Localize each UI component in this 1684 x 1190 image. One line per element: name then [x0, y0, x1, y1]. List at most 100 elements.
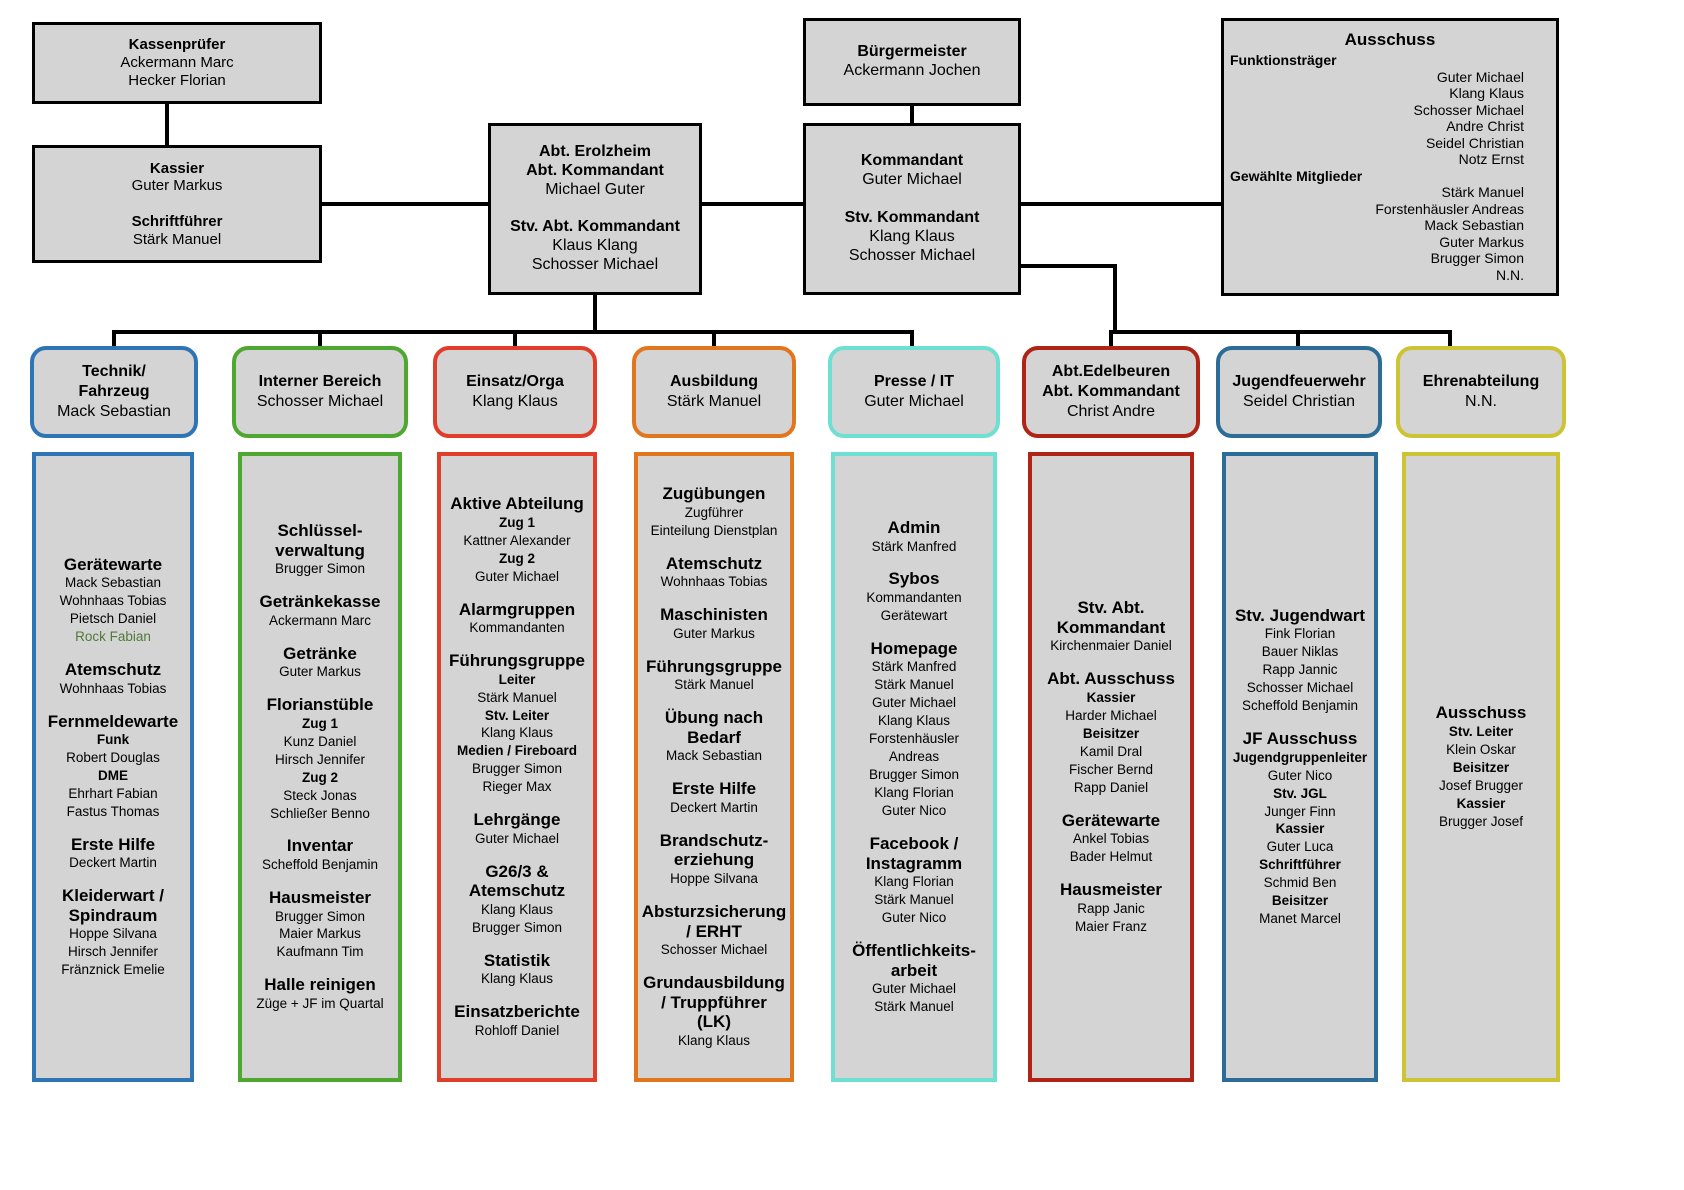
ausschuss-ft-1: Guter Michael: [1436, 68, 1524, 85]
connector-branch-1: [112, 330, 116, 348]
group-name-presse-it-5-1: Guter Michael: [871, 981, 957, 997]
stv-kommandant-title: Stv. Kommandant: [844, 209, 980, 226]
dept-header-title-ehrenabteilung-1: Ehrenabteilung: [1422, 373, 1540, 390]
group-title-ehrenabteilung-1-1: Ausschuss: [1435, 703, 1527, 723]
ausschuss-section-mitglieder: Gewählte Mitglieder: [1230, 167, 1363, 184]
group-title-technik-fahrzeug-3-1: Fernmeldewarte: [47, 711, 179, 731]
dept-header-name-abt-edelbeuren: Christ Andre: [1066, 403, 1156, 420]
ausschuss-ft-5: Seidel Christian: [1425, 134, 1524, 151]
erolzheim-name-1: Michael Guter: [545, 180, 645, 198]
ausschuss-ft-3: Schosser Michael: [1413, 101, 1525, 118]
group-subtitle-einsatz-orga-3-3: Stv. Leiter: [484, 707, 550, 723]
group-name-technik-fahrzeug-5-1: Hoppe Silvana: [69, 926, 157, 942]
dept-header-title-technik-fahrzeug-2: Fahrzeug: [78, 383, 150, 400]
box-kassenpruefer[interactable]: Kassenprüfer Ackermann Marc Hecker Flori…: [32, 22, 322, 104]
group-name-jugendfeuerwehr-2-6: Guter Luca: [1266, 839, 1334, 855]
group-name-presse-it-3-1: Stärk Manfred: [871, 659, 957, 675]
ausschuss-ft-6: Notz Ernst: [1458, 151, 1524, 168]
box-buergermeister[interactable]: Bürgermeister Ackermann Jochen: [803, 18, 1021, 106]
connector-kommandant-ausschuss: [1019, 202, 1223, 206]
box-abt-erolzheim[interactable]: Abt. Erolzheim Abt. Kommandant Michael G…: [488, 123, 702, 295]
group-name-jugendfeuerwehr-1-2: Bauer Niklas: [1261, 644, 1339, 660]
group-name-jugendfeuerwehr-2-2: Guter Nico: [1267, 767, 1333, 783]
group-name-einsatz-orga-1-2: Kattner Alexander: [463, 532, 571, 548]
group-title-abt-edelbeuren-2-1: Abt. Ausschuss: [1047, 669, 1175, 689]
group-name-interner-bereich-6-1: Brugger Simon: [274, 908, 366, 924]
group-name-abt-edelbeuren-3-2: Bader Helmut: [1069, 849, 1153, 865]
group-name-jugendfeuerwehr-2-4: Junger Finn: [1264, 803, 1336, 819]
group-name-ausbildung-5-1: Mack Sebastian: [665, 748, 763, 764]
group-title-einsatz-orga-1-1: Aktive Abteilung: [450, 494, 584, 514]
group-subtitle-interner-bereich-4-4: Zug 2: [301, 769, 338, 785]
group-name-technik-fahrzeug-1-3: Pietsch Daniel: [69, 611, 157, 627]
group-name-technik-fahrzeug-3-4: Ehrhart Fabian: [68, 785, 158, 801]
group-subtitle-einsatz-orga-1-1: Zug 1: [499, 514, 535, 530]
group-title-einsatz-orga-6-1: Statistik: [483, 950, 551, 970]
group-subtitle-jugendfeuerwehr-2-9: Beisitzer: [1271, 893, 1329, 909]
dept-header-title-technik-fahrzeug-1: Technik/: [82, 363, 146, 380]
group-title-technik-fahrzeug-5-2: Spindraum: [68, 905, 158, 925]
group-name-abt-edelbeuren-2-6: Rapp Daniel: [1073, 779, 1149, 795]
group-title-ausbildung-8-2: / ERHT: [686, 921, 742, 941]
connector-branch-4: [712, 330, 716, 348]
group-title-interner-bereich-1-2: verwaltung: [275, 540, 365, 560]
group-title-ausbildung-4-1: Führungsgruppe: [646, 656, 782, 676]
group-name-ausbildung-4-1: Stärk Manuel: [674, 677, 754, 693]
dept-header-name-technik-fahrzeug: Mack Sebastian: [57, 403, 171, 420]
connector-branch-8: [1448, 330, 1452, 348]
ausschuss-title: Ausschuss: [1344, 30, 1436, 49]
dept-header-title-presse-it-1: Presse / IT: [873, 373, 955, 390]
box-kommandant[interactable]: Kommandant Guter Michael Stv. Kommandant…: [803, 123, 1021, 295]
group-title-einsatz-orga-7-1: Einsatzberichte: [454, 1002, 580, 1022]
group-subtitle-jugendfeuerwehr-2-5: Kassier: [1275, 821, 1325, 837]
group-title-presse-it-2-1: Sybos: [888, 569, 940, 589]
schriftfuehrer-name: Stärk Manuel: [132, 230, 222, 248]
group-title-presse-it-5-2: arbeit: [890, 960, 938, 980]
group-name-technik-fahrzeug-1-2: Wohnhaas Tobias: [59, 593, 167, 609]
group-name-ehrenabteilung-1-2: Klein Oskar: [1446, 741, 1516, 757]
dept-header-title-abt-edelbeuren-2: Abt. Kommandant: [1042, 383, 1180, 400]
group-name-interner-bereich-6-2: Maier Markus: [279, 926, 361, 942]
box-kassier-schriftfuehrer[interactable]: Kassier Guter Markus Schriftführer Stärk…: [32, 145, 322, 263]
group-title-presse-it-4-2: Instagramm: [865, 853, 963, 873]
kassier-title: Kassier: [149, 159, 205, 177]
group-name-einsatz-orga-6-1: Klang Klaus: [480, 971, 554, 987]
group-title-abt-edelbeuren-1-1: Stv. Abt.: [1077, 598, 1145, 618]
group-title-jugendfeuerwehr-1-1: Stv. Jugendwart: [1234, 605, 1366, 625]
connector-branch-bus-right: [1113, 330, 1452, 334]
ausschuss-gm-5: Brugger Simon: [1430, 250, 1524, 267]
group-name-einsatz-orga-3-7: Rieger Max: [482, 779, 552, 795]
group-title-ausbildung-1-1: Zugübungen: [662, 484, 766, 504]
group-name-presse-it-1-1: Stärk Manfred: [871, 538, 957, 554]
box-ausschuss[interactable]: Ausschuss Funktionsträger Guter Michael …: [1221, 18, 1559, 296]
